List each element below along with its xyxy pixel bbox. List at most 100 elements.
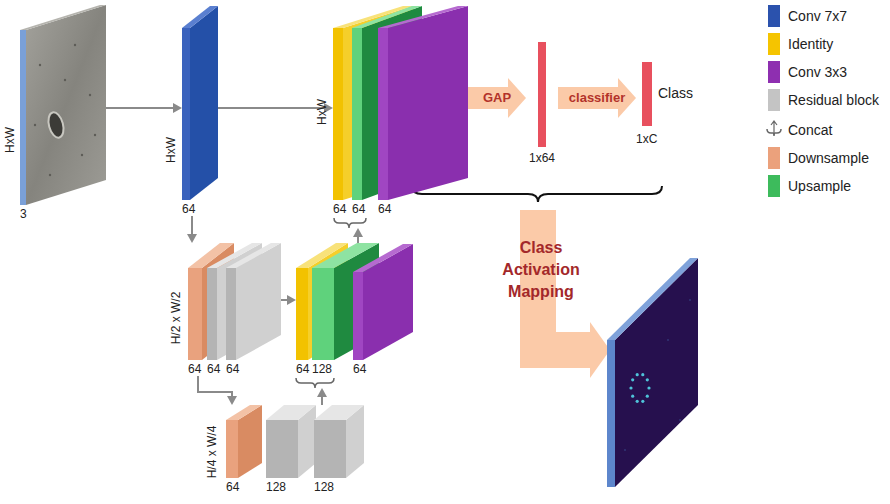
dimension-label: H/4 x W/4 [205,426,219,479]
legend-item: Identity [768,33,888,55]
block-front [296,268,308,360]
layer-block [314,405,364,478]
block-top [266,405,316,420]
feature-vector: 1x64 [526,42,558,165]
legend-swatch [768,61,780,83]
block-top [353,244,413,272]
node-label: 3 [20,207,27,221]
dimension-label: HxW [164,137,178,163]
legend-text: Conv 3x3 [788,64,847,80]
cam-heatmap-top [607,258,698,340]
layer-block [226,405,262,478]
legend-item: Residual block [768,89,888,111]
vector-bar [538,42,546,147]
layer-block: 128 [314,405,364,494]
node-label: 1x64 [526,151,558,165]
node-label: 64 [333,202,346,216]
concat-icon [766,119,782,141]
node-label: 1xC [636,132,657,146]
node-label: 64 [352,202,365,216]
method-label: Class Activation Mapping [485,237,597,303]
cam-brace [412,186,662,202]
block-front [226,420,238,478]
surface-speck [49,174,51,176]
legend-swatch [768,33,780,55]
surface-speck [89,94,91,96]
concat-brace [334,218,366,228]
node-label: 64 [353,362,366,376]
vector-bar [526,42,558,147]
connector-arrow [281,299,287,301]
node-label: 64 [182,202,195,216]
node-label: 64 [296,362,309,376]
layer-block [266,405,316,478]
cam-arrow [538,210,590,350]
legend-text: Upsample [788,178,851,194]
layer-block: 128 [266,405,316,494]
block-front [207,268,217,360]
cam-heatmap-edge [607,340,615,487]
block-side [363,244,413,360]
legend-text: Downsample [788,150,869,166]
connector-arrow [218,107,324,109]
block-front [226,268,236,360]
block-front [314,420,346,478]
surface-speck [74,44,76,46]
block-front [266,420,298,478]
surface-defect [46,111,66,140]
node-label: 128 [312,362,332,376]
legend-item: Upsample [768,175,888,197]
layer-block [378,6,468,200]
concat-brace [296,378,334,388]
layer-block [182,6,218,200]
block-top [20,5,106,30]
connector-arrow [321,397,323,405]
legend-swatch [768,147,780,169]
block-side [26,5,106,205]
layer-block: 64 [226,405,262,494]
legend-text: Concat [788,122,832,138]
node-label: 64 [207,362,220,376]
legend-item: Conv 7x7 [768,5,888,27]
dimension-label: HxW [315,99,329,125]
connector-arrow [357,237,359,244]
connector-arrow [198,376,232,396]
node-label: 64 [378,202,391,216]
block-front [188,268,202,360]
block-top [226,405,262,420]
node-label: Class [658,85,693,102]
legend-text: Identity [788,36,833,52]
surface-speck [94,134,96,136]
node-label: 128 [314,480,334,494]
surface-speck [64,79,66,81]
legend-item: Concat [768,119,888,141]
block-front [333,28,343,200]
legend-text: Conv 7x7 [788,8,847,24]
dimension-label: H/2 x W/2 [169,292,183,345]
legend-swatch [768,175,780,197]
layer-block [226,243,281,360]
block-top [226,243,281,268]
edge-label: GAP [481,90,513,106]
block-top [378,6,468,28]
layer-block: 64 [182,6,218,216]
connector-arrow [191,216,193,234]
node-label: 64 [226,362,239,376]
layer-block: 3 [20,5,106,221]
legend-item: Downsample [768,147,888,169]
connector-arrow [106,107,173,109]
legend-item: Conv 3x3 [768,61,888,83]
surface-speck [81,154,83,156]
block-front [182,28,190,200]
block-top [314,405,364,420]
legend-text: Residual block [788,92,879,108]
layer-block: 64 [353,244,413,376]
cam-activation [624,299,691,451]
surface-speck [39,64,41,66]
layer-block [20,5,106,205]
block-side [190,6,218,200]
surface-speck [34,124,36,126]
block-side [388,6,468,200]
block-front [378,28,388,200]
edge-label: classifier [567,90,627,106]
